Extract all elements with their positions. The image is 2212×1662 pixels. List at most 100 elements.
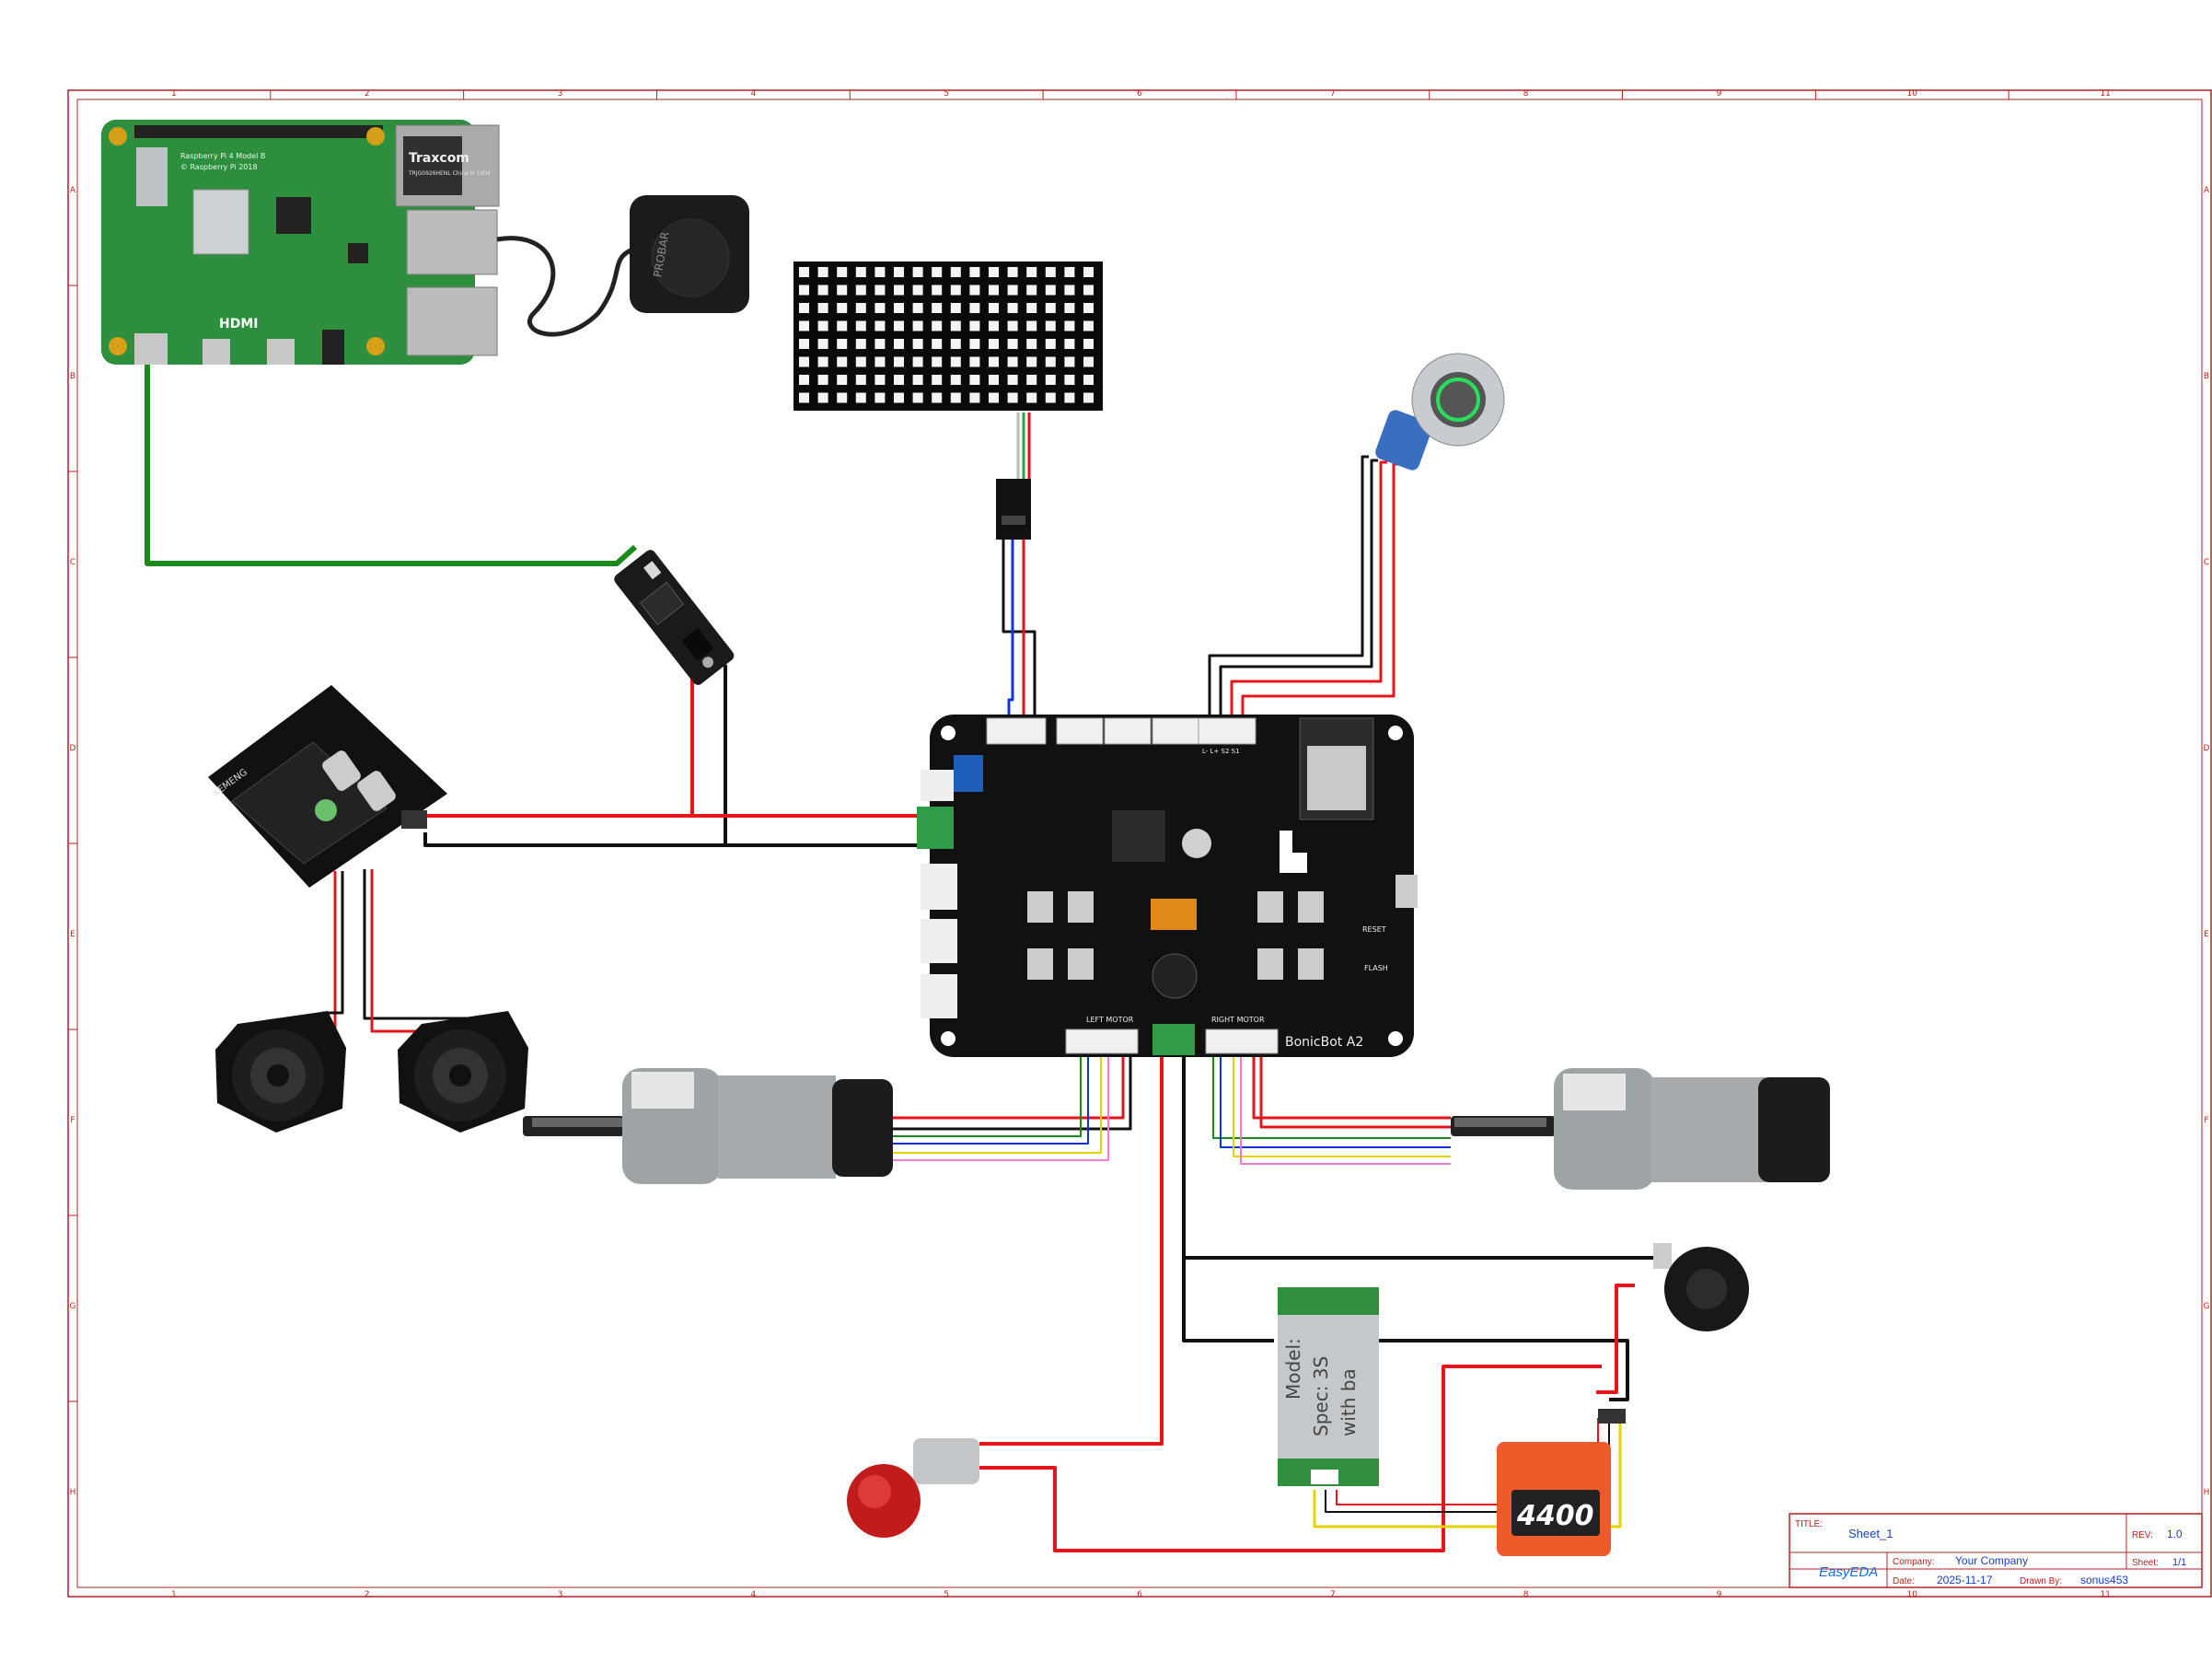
matrix-led (912, 392, 923, 403)
matrix-led (1045, 320, 1056, 331)
board-reset-label: RESET (1362, 925, 1386, 934)
bms-board: Model: Spec: 3S with ba (1278, 1287, 1379, 1486)
matrix-led (989, 285, 999, 296)
sheet-value: 1/1 (2172, 1557, 2186, 1568)
company-label: Company: (1893, 1557, 1935, 1567)
matrix-led (950, 375, 961, 385)
wires (145, 361, 1657, 1552)
wire-power-in-black (1182, 1057, 1274, 1342)
border-col-6-top: 6 (1137, 89, 1142, 99)
illuminated-push-button (1375, 353, 1505, 471)
matrix-led (1007, 303, 1018, 313)
border-col-4-top: 4 (750, 89, 756, 99)
matrix-led (950, 285, 961, 296)
wire-rmotor-red (1259, 1050, 1451, 1129)
bms-line-1: Model: (1282, 1338, 1304, 1400)
matrix-led (969, 320, 980, 331)
matrix-led (932, 375, 943, 385)
matrix-led (1064, 267, 1075, 277)
wire-lmotor-green (893, 1050, 1082, 1137)
pi-model-text: Raspberry Pi 4 Model B (180, 152, 265, 160)
border-col-2-bottom: 2 (365, 1590, 370, 1599)
matrix-led (1045, 285, 1056, 296)
matrix-led (1045, 339, 1056, 349)
border-col-4-bottom: 4 (750, 1590, 756, 1599)
board-left-motor-label: LEFT MOTOR (1086, 1016, 1134, 1024)
wire-lmotor-black (893, 1050, 1132, 1131)
matrix-led (1026, 356, 1037, 367)
pi-eth-sub: TRJG0926HENL China M 1904 (408, 170, 491, 177)
wire-button-red-1 (1230, 460, 1387, 727)
wire-batt-red (979, 1365, 1602, 1552)
matrix-led (894, 320, 904, 331)
border-col-7-top: 7 (1330, 89, 1336, 99)
matrix-led (894, 375, 904, 385)
matrix-led (855, 339, 866, 349)
wire-lmotor-red (893, 1050, 1125, 1120)
pi-copyright-text: © Raspberry Pi 2018 (180, 163, 258, 171)
matrix-led (894, 303, 904, 313)
matrix-led (799, 320, 809, 331)
board-switch-label: L- L+ S2 S1 (1202, 748, 1240, 755)
matrix-led (969, 267, 980, 277)
matrix-led (894, 392, 904, 403)
rev-value: 1.0 (2167, 1528, 2183, 1540)
matrix-led (1045, 375, 1056, 385)
matrix-led (837, 285, 848, 296)
matrix-led (989, 339, 999, 349)
matrix-led (989, 267, 999, 277)
matrix-led (874, 320, 886, 331)
matrix-led (969, 356, 980, 367)
wire-lmotor-yellow (893, 1050, 1102, 1154)
matrix-led (799, 392, 809, 403)
matrix-led (1083, 320, 1094, 331)
border-row-H-left: H (70, 1488, 76, 1497)
matrix-led (1026, 267, 1037, 277)
border-col-3-bottom: 3 (558, 1590, 563, 1599)
matrix-led (1045, 267, 1056, 277)
border-col-6-bottom: 6 (1137, 1590, 1142, 1599)
matrix-led (1007, 267, 1018, 277)
matrix-led (855, 375, 866, 385)
gear-motor-right (1451, 1068, 1830, 1190)
wire-rmotor-yellow (1233, 1050, 1451, 1157)
buck-converter-module (614, 550, 735, 685)
matrix-led (817, 339, 828, 349)
matrix-led (817, 375, 828, 385)
border-row-D-right: D (2204, 744, 2210, 753)
wire-speaker-black-1 (322, 871, 344, 1015)
matrix-led (912, 339, 923, 349)
matrix-led (817, 356, 828, 367)
matrix-led (1045, 303, 1056, 313)
matrix-led (989, 356, 999, 367)
matrix-led (799, 303, 809, 313)
drawn-label: Drawn By: (2020, 1576, 2062, 1586)
wire-speaker-red-1 (324, 871, 337, 1029)
border-col-9-top: 9 (1717, 89, 1722, 99)
wire-button-red-2 (1241, 462, 1398, 727)
matrix-led (1007, 339, 1018, 349)
bonicbot-main-board: BonicBot A2 LEFT MOTOR RIGHT MOTOR RESET… (917, 715, 1418, 1057)
matrix-led (874, 392, 886, 403)
matrix-led (1083, 356, 1094, 367)
matrix-led (950, 320, 961, 331)
matrix-led (1026, 375, 1037, 385)
matrix-led (912, 320, 923, 331)
wire-speaker-black-2 (363, 869, 482, 1029)
matrix-led (1064, 339, 1075, 349)
matrix-led (799, 356, 809, 367)
matrix-led (855, 356, 866, 367)
matrix-led (932, 356, 943, 367)
matrix-led (1083, 375, 1094, 385)
date-value: 2025-11-17 (1937, 1574, 1993, 1586)
border-col-7-bottom: 7 (1330, 1590, 1336, 1599)
company-value: Your Company (1955, 1554, 2028, 1567)
matrix-led (1064, 375, 1075, 385)
matrix-led (894, 339, 904, 349)
matrix-led (874, 339, 886, 349)
matrix-led (932, 267, 943, 277)
border-row-C-left: C (70, 558, 75, 567)
wire-matrix-data-blue (1007, 534, 1014, 727)
border-col-8-bottom: 8 (1523, 1590, 1529, 1599)
border-row-E-left: E (70, 930, 75, 939)
